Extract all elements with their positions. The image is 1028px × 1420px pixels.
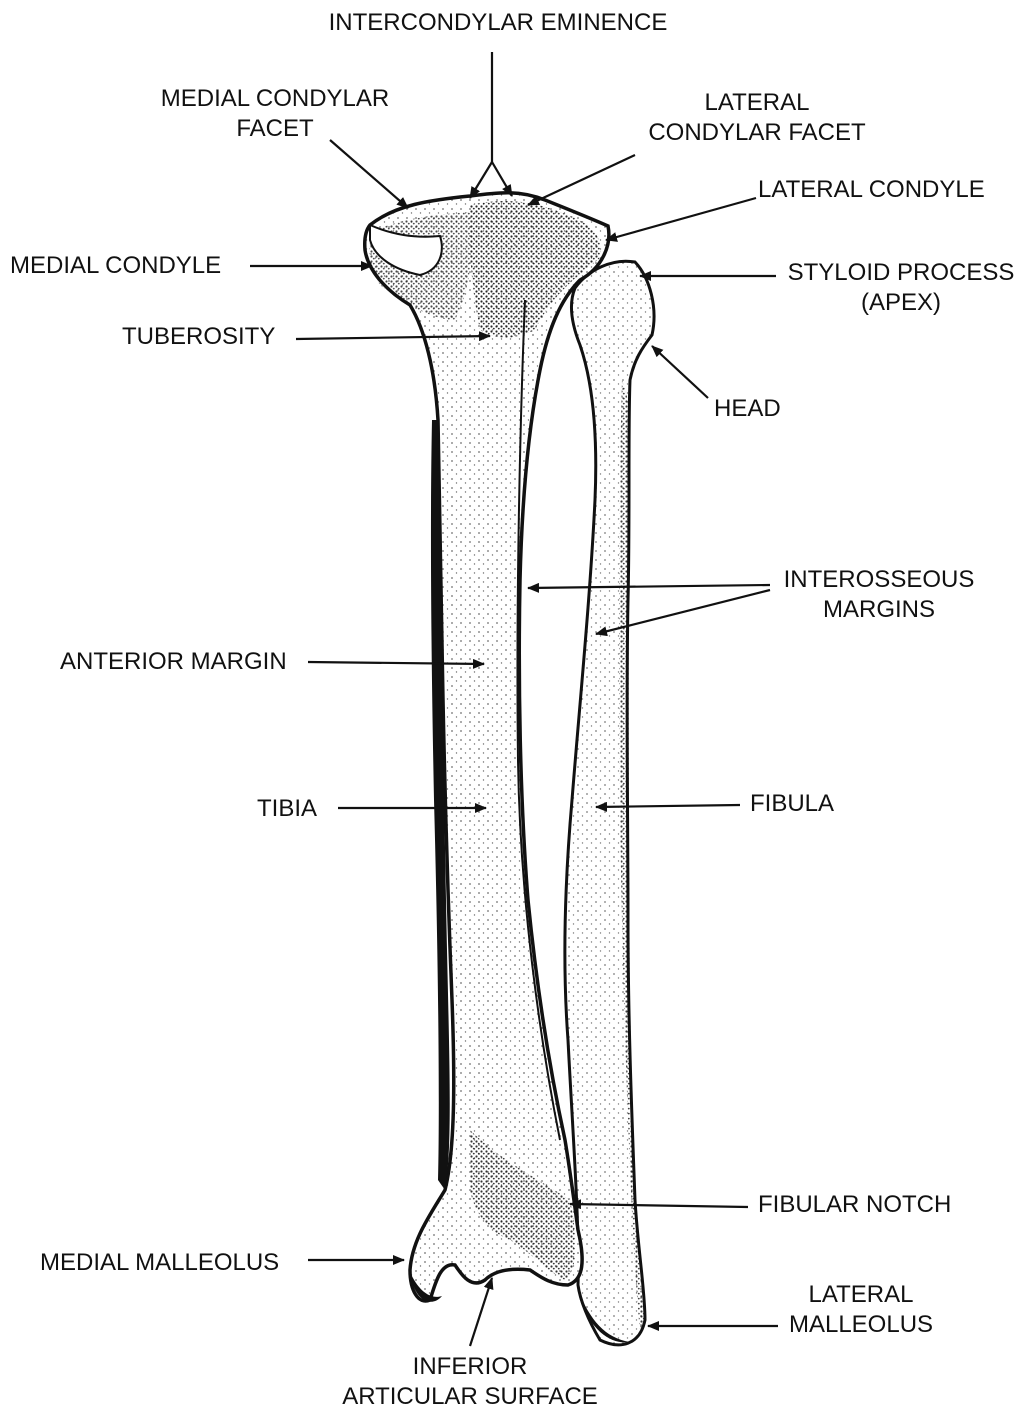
label-inferior-articular-surface-line1: INFERIOR xyxy=(320,1352,620,1382)
label-tuberosity: TUBEROSITY xyxy=(122,322,275,352)
fibula-bone xyxy=(565,261,654,1345)
label-lateral-malleolus-line2: MALLEOLUS xyxy=(776,1310,946,1340)
label-medial-condylar-facet-line1: MEDIAL CONDYLAR xyxy=(140,84,410,114)
label-lateral-condylar-facet-line2: CONDYLAR FACET xyxy=(632,118,882,148)
label-head: HEAD xyxy=(714,394,781,424)
label-medial-condylar-facet-line2: FACET xyxy=(140,114,410,144)
label-lateral-malleolus-line1: LATERAL xyxy=(776,1280,946,1310)
label-lateral-condylar-facet: LATERAL CONDYLAR FACET xyxy=(632,88,882,148)
label-medial-malleolus: MEDIAL MALLEOLUS xyxy=(40,1248,279,1278)
label-styloid-process-line2: (APEX) xyxy=(778,288,1024,318)
label-intercondylar-eminence: INTERCONDYLAR EMINENCE xyxy=(318,8,678,38)
label-inferior-articular-surface: INFERIOR ARTICULAR SURFACE xyxy=(320,1352,620,1412)
label-inferior-articular-surface-line2: ARTICULAR SURFACE xyxy=(320,1382,620,1412)
label-styloid-process-line1: STYLOID PROCESS xyxy=(778,258,1024,288)
label-fibula: FIBULA xyxy=(750,789,834,819)
label-lateral-condylar-facet-line1: LATERAL xyxy=(632,88,882,118)
label-medial-condyle: MEDIAL CONDYLE xyxy=(10,251,221,281)
label-medial-condylar-facet: MEDIAL CONDYLAR FACET xyxy=(140,84,410,144)
label-lateral-malleolus: LATERAL MALLEOLUS xyxy=(776,1280,946,1340)
label-interosseous-margins-line1: INTEROSSEOUS xyxy=(770,565,988,595)
label-anterior-margin: ANTERIOR MARGIN xyxy=(60,647,287,677)
label-lateral-condyle: LATERAL CONDYLE xyxy=(758,175,985,205)
label-tibia: TIBIA xyxy=(257,794,317,824)
label-styloid-process: STYLOID PROCESS (APEX) xyxy=(778,258,1024,318)
label-interosseous-margins-line2: MARGINS xyxy=(770,595,988,625)
label-fibular-notch: FIBULAR NOTCH xyxy=(758,1190,951,1220)
label-interosseous-margins: INTEROSSEOUS MARGINS xyxy=(770,565,988,625)
